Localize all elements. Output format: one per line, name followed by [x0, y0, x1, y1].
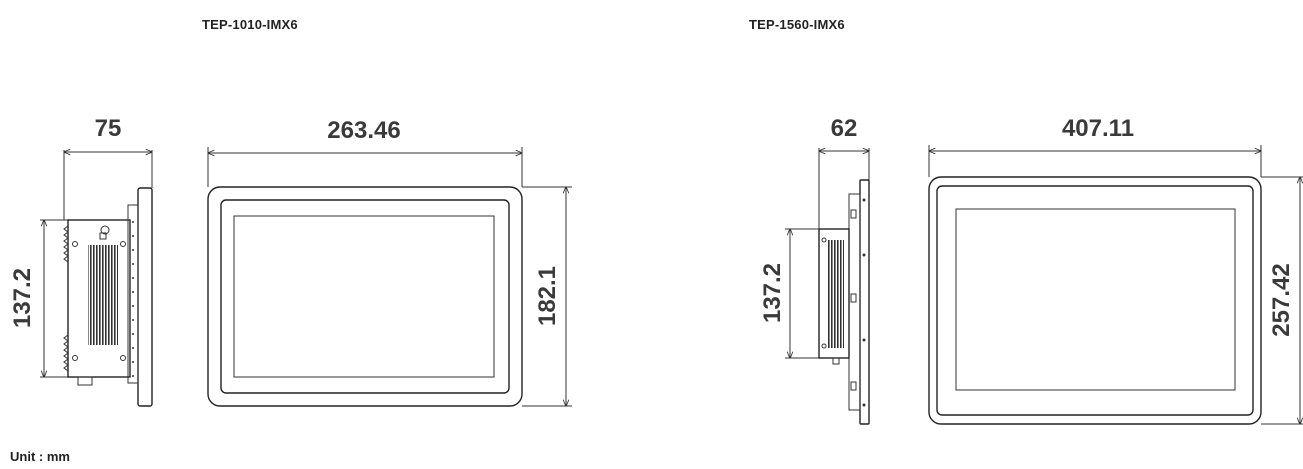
front-bezel [207, 186, 523, 407]
screw [821, 343, 827, 349]
bezel-side [137, 187, 153, 407]
connector [77, 376, 93, 386]
bracket [850, 209, 857, 219]
connector [832, 357, 840, 365]
dim-label-width: 263.46 [327, 117, 400, 144]
bezel-side [859, 179, 870, 425]
model-title-tep-1560: TEP-1560-IMX6 [749, 17, 845, 32]
vent-grille [828, 240, 844, 348]
dim-label-width: 407.11 [1062, 115, 1134, 142]
bezel-inner [220, 199, 510, 394]
display-area [955, 208, 1236, 391]
screw [120, 355, 126, 361]
front-view-tep-1560 [928, 145, 1303, 425]
front-bezel [928, 176, 1262, 425]
display-area [233, 215, 495, 378]
plate-dots [132, 221, 134, 377]
dim-label-height-front: 257.42 [1268, 263, 1295, 336]
screw [72, 241, 78, 247]
port [99, 232, 107, 240]
dim-label-height-front: 182.1 [534, 266, 561, 326]
screw [100, 225, 110, 235]
model-title-tep-1010: TEP-1010-IMX6 [202, 17, 298, 32]
screw [120, 241, 126, 247]
screw [72, 355, 78, 361]
front-view-tep-1010 [207, 147, 572, 407]
bracket [850, 381, 857, 391]
housing-side [67, 219, 131, 378]
vent-grille [88, 245, 118, 345]
dim-label-height-side: 137.2 [9, 268, 36, 328]
side-view-tep-1010 [40, 150, 153, 407]
bezel-inner [936, 185, 1254, 416]
fin-edge [63, 225, 69, 372]
dim-label-height-side: 137.2 [759, 263, 786, 323]
mount-plate [127, 204, 139, 384]
bracket [850, 293, 857, 303]
dim-label-depth: 75 [95, 115, 122, 142]
side-view-tep-1560 [785, 148, 870, 425]
dim-label-depth: 62 [831, 115, 858, 142]
unit-label: Unit : mm [10, 449, 70, 464]
screw [821, 237, 827, 243]
